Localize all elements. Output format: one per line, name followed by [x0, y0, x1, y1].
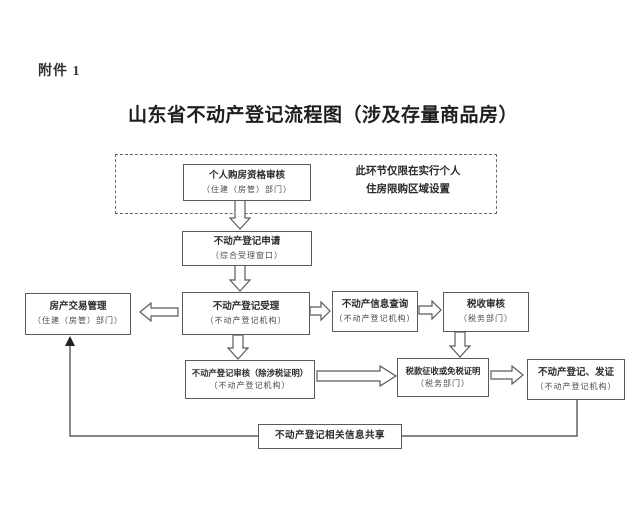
node-sublabel: （不动产登记机构）: [535, 381, 617, 391]
feedback-line: [69, 341, 578, 437]
node-tax-collection: 税款征收或免税证明 （税务部门）: [397, 358, 489, 397]
node-label: 不动产登记受理: [212, 300, 280, 312]
node-application: 不动产登记申请 （综合受理窗口）: [182, 231, 312, 266]
node-label: 个人购房资格审核: [208, 169, 285, 181]
node-trade-management: 房产交易管理 （住建（房管）部门）: [25, 293, 131, 335]
node-tax-review: 税收审核 （税务部门）: [443, 292, 529, 332]
node-label: 税收审核: [466, 299, 505, 311]
page-title: 山东省不动产登记流程图（涉及存量商品房）: [127, 105, 518, 126]
arrow-right-collection-to-certificate-icon: [490, 364, 524, 386]
restriction-note-line1: 此环节仅限在实行个人: [355, 165, 461, 177]
node-info-query: 不动产信息查询 （不动产登记机构）: [332, 291, 418, 332]
node-sublabel: （税务部门）: [416, 378, 470, 388]
node-sublabel: （不动产登记机构）: [209, 380, 291, 390]
feedback-arrowhead-icon: [65, 336, 75, 346]
arrow-right-acceptance-to-query-icon: [309, 300, 331, 322]
node-label: 房产交易管理: [49, 301, 107, 313]
restriction-note: 此环节仅限在实行个人 住房限购区域设置: [352, 163, 464, 199]
node-acceptance: 不动产登记受理 （不动产登记机构）: [182, 292, 310, 335]
node-sublabel: （税务部门）: [459, 314, 513, 324]
node-info-share: 不动产登记相关信息共享: [258, 424, 402, 449]
arrow-down-acceptance-to-review-icon: [226, 334, 250, 360]
node-label: 不动产登记申请: [213, 235, 281, 247]
arrow-right-review-to-collection-icon: [316, 364, 398, 388]
node-certificate: 不动产登记、发证 （不动产登记机构）: [527, 359, 625, 400]
node-sublabel: （综合受理窗口）: [211, 250, 283, 260]
node-sublabel: （住建（房管）部门）: [202, 184, 292, 194]
arrow-down-taxreview-to-collection-icon: [448, 331, 472, 358]
node-registration-review: 不动产登记审核（除涉税证明） （不动产登记机构）: [185, 360, 315, 399]
arrow-right-query-to-taxreview-icon: [418, 299, 442, 321]
node-label: 不动产登记审核（除涉税证明）: [191, 367, 309, 378]
restricted-zone-dashed-box: [115, 154, 497, 214]
node-qualification: 个人购房资格审核 （住建（房管）部门）: [183, 164, 311, 201]
node-label: 税款征收或免税证明: [405, 365, 481, 376]
arrow-down-qualification-to-application-icon: [228, 199, 252, 230]
arrow-left-acceptance-to-trade-icon: [139, 301, 179, 323]
node-sublabel: （住建（房管）部门）: [33, 316, 123, 326]
node-sublabel: （不动产登记机构）: [205, 315, 287, 325]
node-label: 不动产信息查询: [341, 298, 409, 310]
attachment-label: 附件 1: [38, 64, 81, 79]
node-label: 不动产登记相关信息共享: [274, 430, 385, 442]
node-label: 不动产登记、发证: [537, 366, 614, 378]
arrow-down-application-to-acceptance-icon: [228, 264, 252, 292]
restriction-note-line2: 住房限购区域设置: [366, 182, 450, 195]
node-sublabel: （不动产登记机构）: [334, 313, 416, 323]
